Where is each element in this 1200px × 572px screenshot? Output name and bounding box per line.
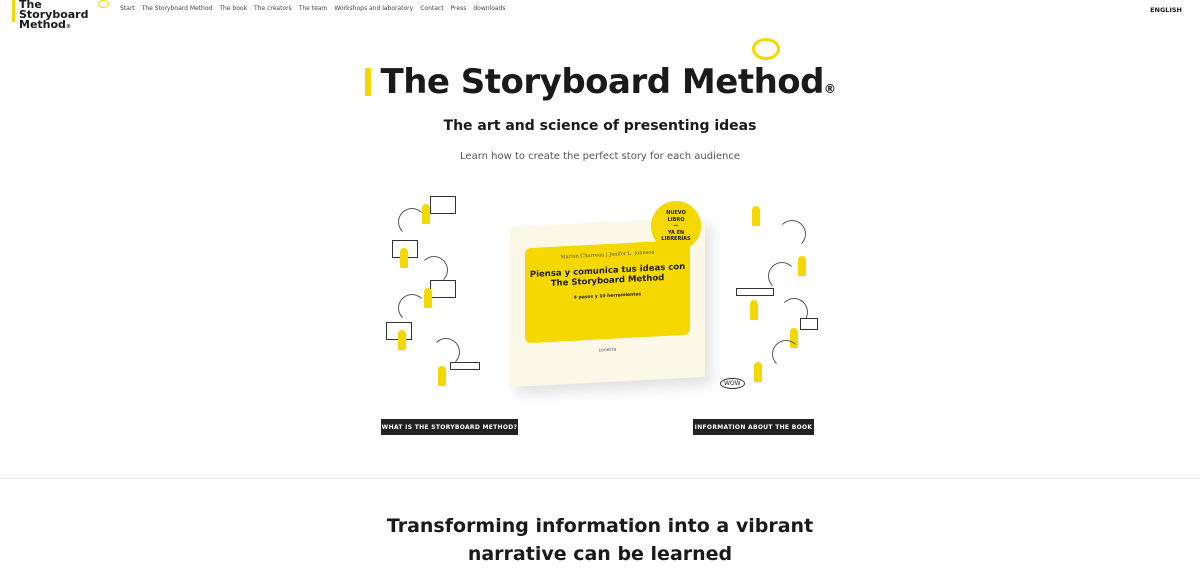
nav-creators[interactable]: The creators — [254, 5, 292, 12]
logo[interactable]: The Storyboard Method® — [12, 0, 112, 30]
arrow-arc — [398, 208, 426, 236]
language-switch[interactable]: ENGLISH — [1150, 6, 1182, 14]
arrow-arc — [772, 340, 800, 368]
hero-subtitle: The art and science of presenting ideas — [443, 118, 757, 134]
storyboard-panel — [450, 362, 480, 370]
badge-line: LIBRO — [667, 216, 685, 223]
storyboard-panel — [800, 318, 818, 330]
figure — [752, 206, 760, 226]
nav-press[interactable]: Press — [450, 5, 467, 12]
figure — [422, 204, 430, 224]
book-publisher: conecta — [598, 347, 617, 354]
figure — [398, 330, 406, 350]
new-book-badge: NUEVO LIBRO — YA EN LIBRERÍAS — [651, 201, 701, 251]
figure — [438, 366, 446, 386]
logo-bubble-icon — [98, 0, 109, 8]
section-heading: Transforming information into a vibrant … — [386, 515, 814, 565]
figure — [798, 256, 806, 276]
logo-reg: ® — [65, 24, 71, 30]
wow-bubble: WOW — [720, 378, 745, 389]
badge-line: NUEVO — [666, 210, 686, 216]
nav-book[interactable]: The book — [219, 5, 248, 12]
hero-title: The Storyboard Method® — [0, 62, 1200, 102]
logo-line1: The Storyboard — [19, 0, 89, 21]
nav-start[interactable]: Start — [120, 5, 135, 12]
badge-line: — — [673, 223, 679, 229]
hero-illustration: WOW — [380, 190, 830, 408]
logo-line2: Method — [19, 18, 66, 31]
nav-contact[interactable]: Contact — [420, 5, 444, 12]
storyboard-panel — [736, 288, 774, 296]
nav-team[interactable]: The team — [298, 5, 328, 12]
hero-title-text: The Storyboard Method — [380, 62, 825, 102]
arrow-arc — [768, 262, 796, 290]
figure — [424, 288, 432, 308]
hero-tagline: Learn how to create the perfect story fo… — [460, 151, 740, 162]
main-nav: Start The Storyboard Method The book The… — [120, 5, 505, 12]
badge-line: YA EN — [667, 229, 685, 236]
arrow-arc — [398, 294, 426, 322]
nav-workshops[interactable]: Workshops and laboratory — [334, 5, 414, 12]
accent-bar — [364, 68, 371, 96]
what-is-method-button[interactable]: WHAT IS THE STORYBOARD METHOD? — [381, 419, 518, 435]
registered-mark: ® — [823, 82, 836, 96]
nav-downloads[interactable]: downloads — [473, 5, 506, 12]
badge-line: LIBRERÍAS — [661, 236, 691, 242]
figure — [400, 248, 408, 268]
nav-method[interactable]: The Storyboard Method — [141, 5, 213, 12]
book-info-button[interactable]: INFORMATION ABOUT THE BOOK — [693, 419, 814, 435]
figure — [790, 328, 798, 348]
speech-bubble-icon — [752, 38, 780, 60]
storyboard-panel — [430, 196, 456, 214]
section-divider — [0, 478, 1200, 479]
figure — [754, 362, 762, 382]
arrow-arc — [778, 220, 806, 248]
storyboard-panel — [430, 280, 456, 298]
figure — [750, 300, 758, 320]
